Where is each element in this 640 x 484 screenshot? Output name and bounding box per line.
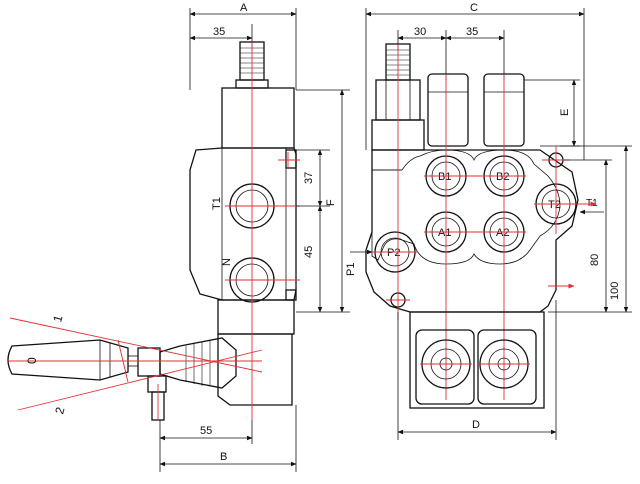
- side-view: A 35 T1 N: [7, 2, 350, 472]
- spool-end-2: [477, 329, 537, 405]
- dim-label-B: B: [220, 451, 227, 463]
- port-label-t1-side: T1: [211, 197, 223, 210]
- lever-label-2: 2: [52, 405, 67, 415]
- port-label-t2: T2: [548, 199, 561, 211]
- dim-label-30: 30: [414, 26, 426, 38]
- lever-position-2: [17, 349, 263, 411]
- dim-label-35: 35: [213, 26, 225, 38]
- spool-cap-1: [427, 73, 469, 147]
- centerline: [117, 339, 129, 383]
- dim-label-80: 80: [589, 254, 601, 266]
- port-label-p2: P2: [387, 247, 400, 259]
- side-plug: [285, 149, 297, 169]
- port-label-a1: A1: [438, 227, 451, 239]
- port-label-n: N: [221, 258, 233, 266]
- lower-housing: [409, 311, 545, 409]
- dim-label-D: D: [472, 419, 480, 431]
- dim-label-37: 37: [303, 172, 315, 184]
- dim-label-45: 45: [303, 246, 315, 258]
- lever-nut: [147, 375, 167, 393]
- lever-label-0: 0: [25, 357, 39, 364]
- dim-label-C: C: [470, 2, 478, 14]
- dim-label-100: 100: [609, 282, 621, 300]
- lever-label-1: 1: [50, 313, 65, 323]
- lever-boot: [159, 337, 237, 389]
- port-label-a2: A2: [496, 227, 509, 239]
- front-cavity: [371, 149, 561, 265]
- lever-handle[interactable]: [7, 339, 129, 381]
- boot-ribs: [185, 340, 211, 386]
- upper-cap: [221, 87, 295, 149]
- lever-pivot: [137, 347, 161, 377]
- front-view: C 30 35 E: [345, 2, 632, 440]
- dim-label-F: F: [325, 199, 337, 206]
- dim-label-55: 55: [200, 425, 212, 437]
- lever-housing: [217, 333, 293, 406]
- port-label-b2: B2: [496, 171, 509, 183]
- lower-block: [217, 299, 295, 335]
- dim-label-35-front: 35: [466, 26, 478, 38]
- lever-position-1: [9, 317, 263, 373]
- port-label-p1: P1: [345, 263, 357, 276]
- port-label-b1: B1: [438, 171, 451, 183]
- valve-body: [189, 147, 297, 301]
- port-label-t1-front: T1: [586, 198, 598, 209]
- lever-assembly[interactable]: [7, 337, 237, 421]
- front-body: [365, 149, 579, 313]
- dim-label-E: E: [559, 109, 571, 116]
- dim-label-A: A: [240, 2, 248, 14]
- spool-end-1: [415, 329, 475, 405]
